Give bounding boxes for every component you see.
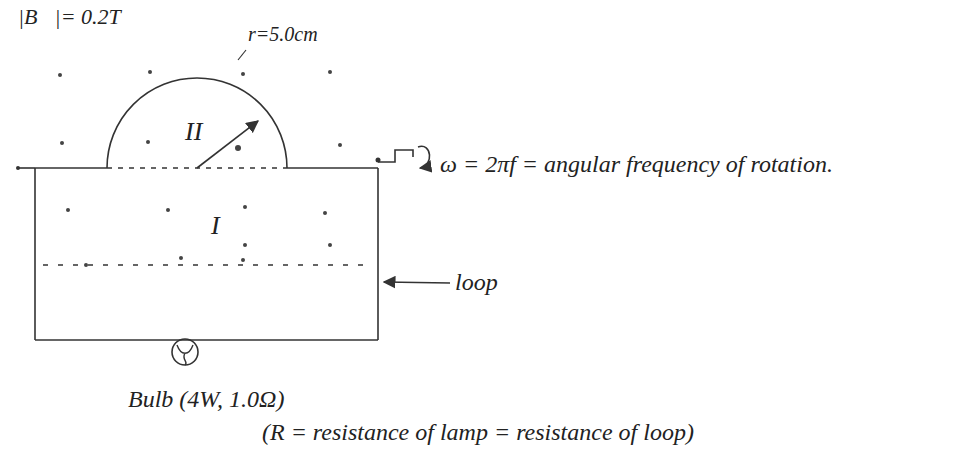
axis-bracket	[378, 150, 413, 162]
loop-edge	[35, 339, 378, 341]
semicircle-arc	[107, 78, 287, 168]
loop-edge	[285, 167, 378, 169]
leader-line	[238, 50, 246, 60]
region-outline	[35, 168, 378, 340]
pointer-arrow	[384, 282, 450, 283]
loop-edge	[35, 167, 107, 169]
radius-label: r=5.0cm	[248, 22, 368, 46]
bulb-label: Bulb (4W, 1.0Ω)	[128, 385, 388, 414]
loop-edge	[377, 168, 379, 340]
rotation-arrow	[418, 146, 430, 168]
loop-edge	[34, 168, 36, 340]
region-number: I	[211, 210, 220, 241]
bulb-symbol	[172, 339, 198, 365]
angular-frequency-note: ω = 2πf = angular frequency of rotation.	[440, 150, 840, 179]
radius-arrow	[197, 121, 258, 168]
dashed-boundary	[107, 167, 285, 168]
field-label: |B⃗|= 0.2T	[18, 4, 218, 30]
region-number: II	[185, 116, 202, 147]
semicircle-region: II	[107, 78, 287, 168]
resistance-note: (R = resistance of lamp = resistance of …	[262, 418, 882, 447]
corner-dot	[16, 166, 20, 170]
loop-label: loop	[455, 268, 535, 297]
dashed-line	[43, 264, 371, 265]
loop-edge	[18, 167, 35, 169]
loop-region: I	[35, 168, 378, 340]
